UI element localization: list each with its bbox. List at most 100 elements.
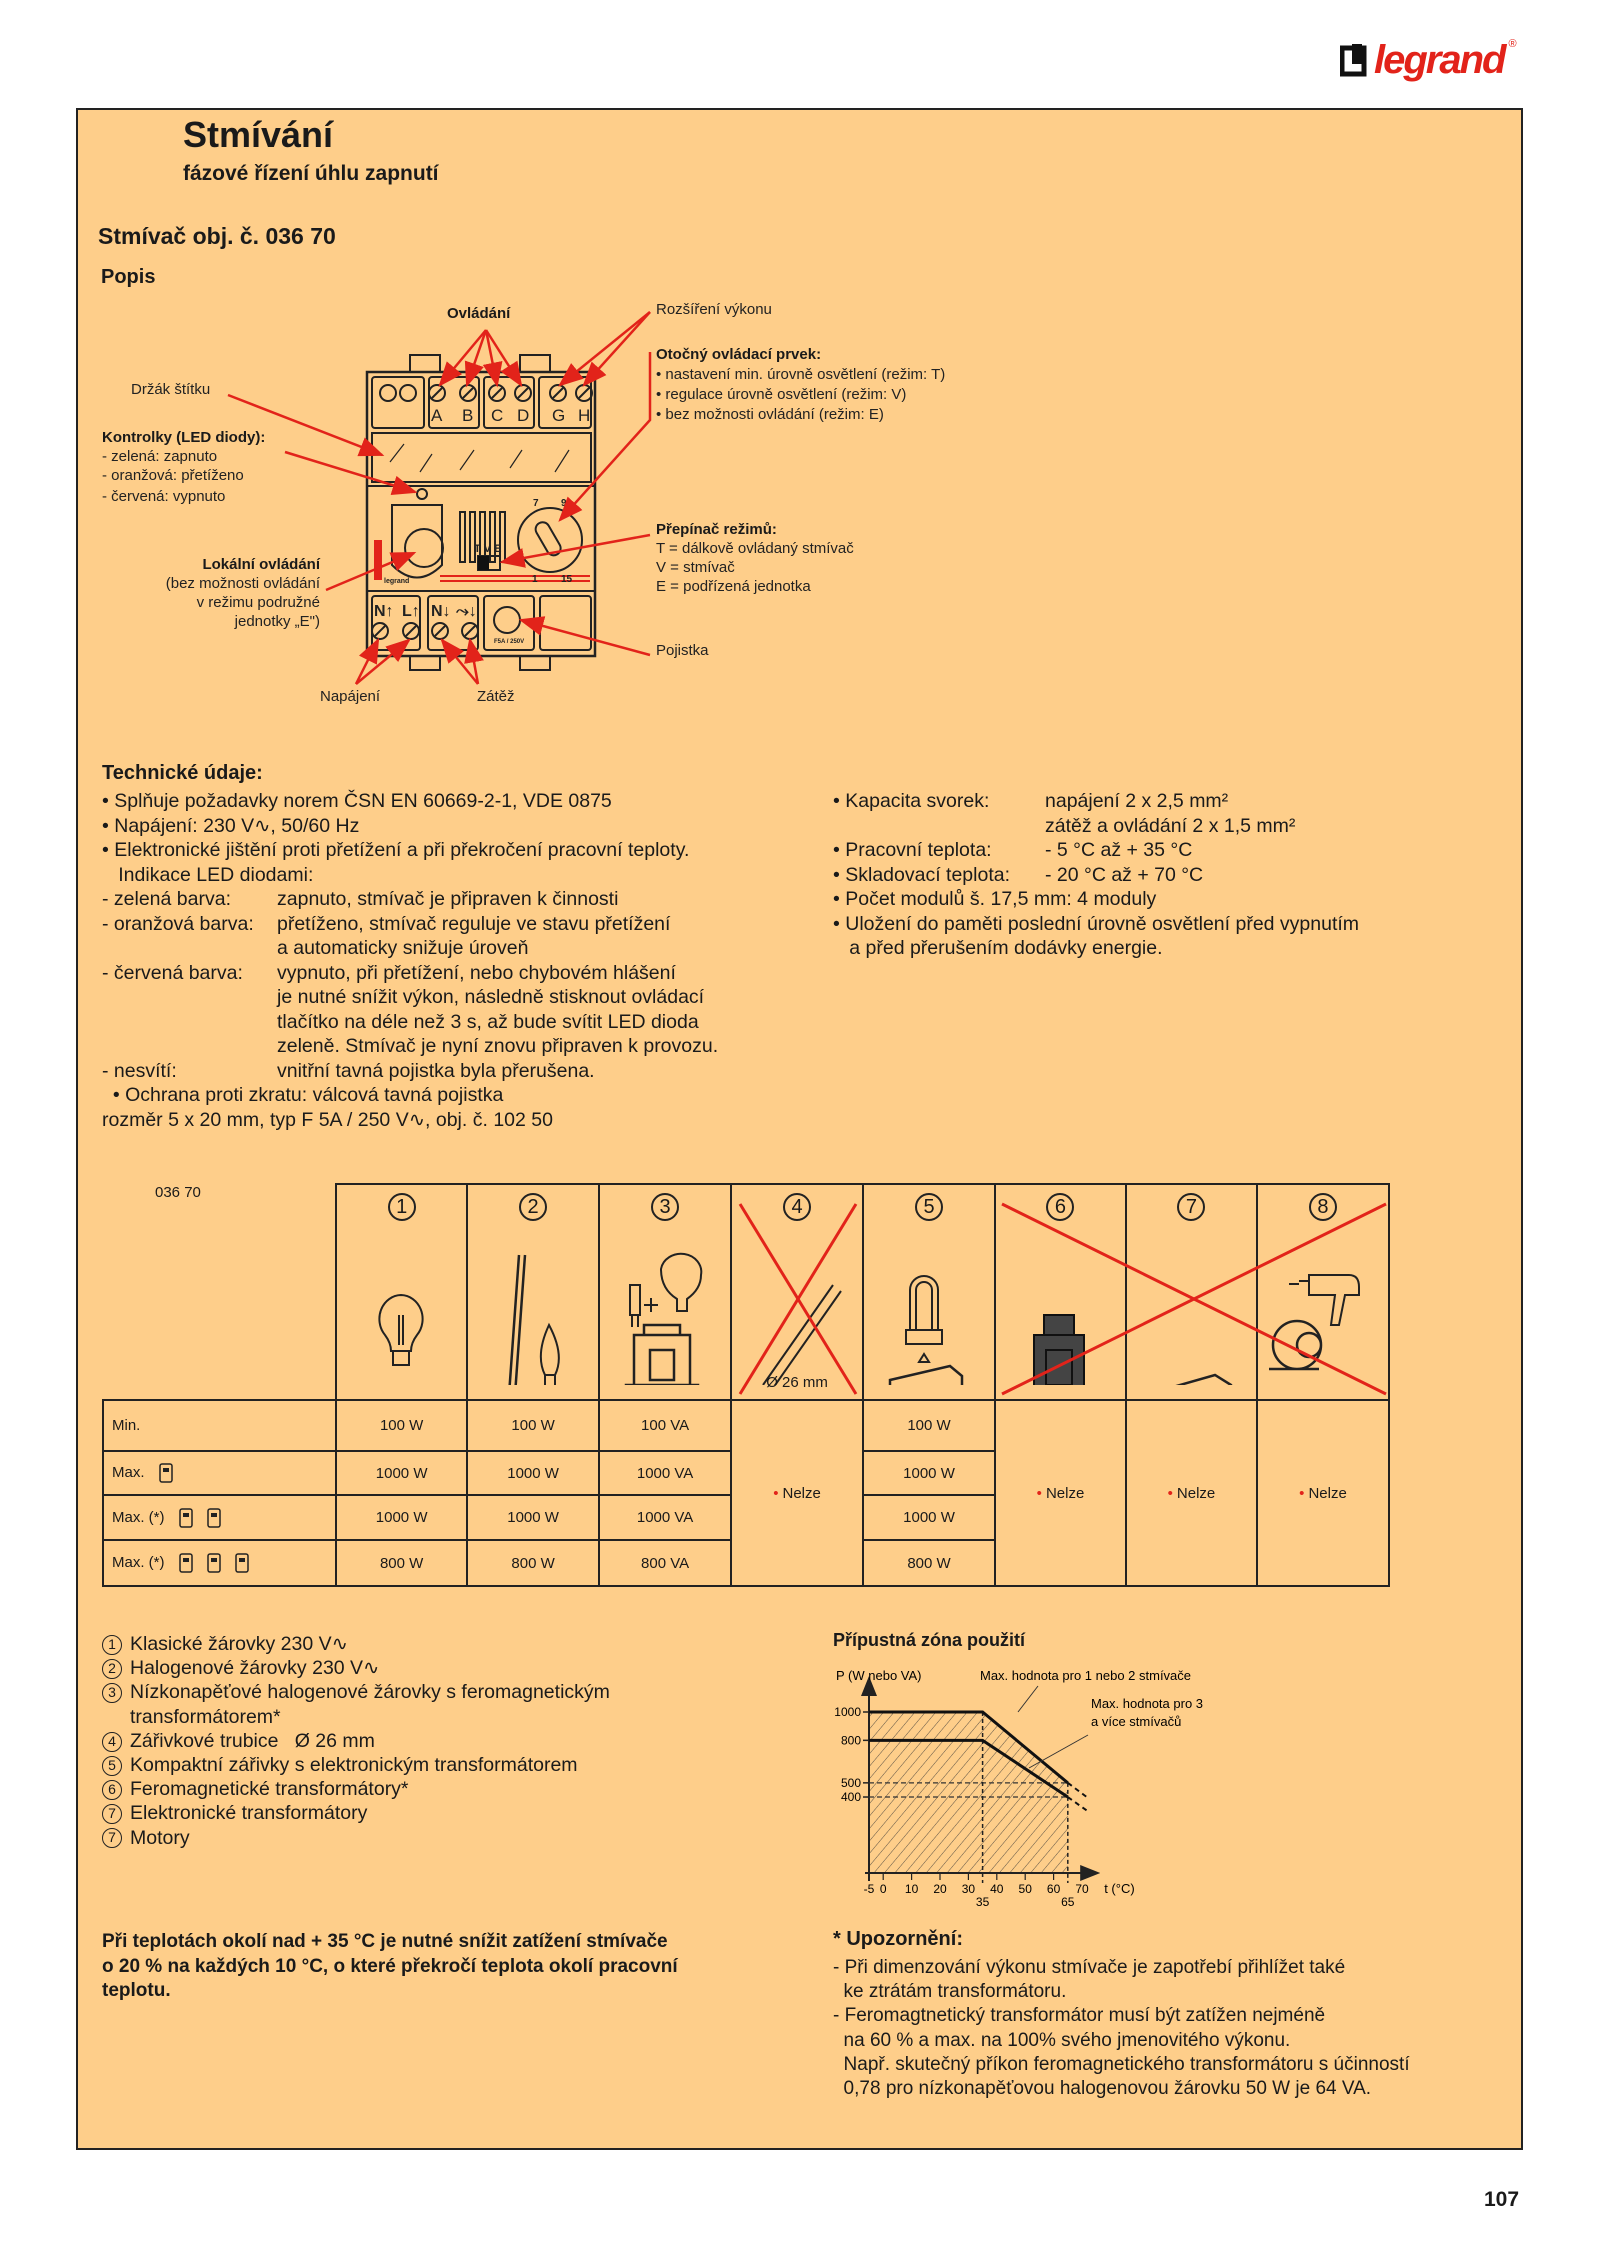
legend-item: transformátorem* bbox=[102, 1705, 610, 1729]
value-cell: 1000 W bbox=[862, 1450, 996, 1496]
tech-line: rozměr 5 x 20 mm, typ F 5A / 250 V∿, obj… bbox=[102, 1108, 718, 1133]
dimmer-module-icon bbox=[234, 1553, 249, 1573]
tech-left-list: • Splňuje požadavky norem ČSN EN 60669-2… bbox=[102, 789, 718, 1132]
x-tick-label: 70 bbox=[1075, 1882, 1089, 1896]
column-caption: Ø 26 mm bbox=[766, 1374, 828, 1391]
x-tick-label: 10 bbox=[905, 1882, 919, 1896]
series-line-2 bbox=[869, 1738, 1069, 1799]
legend-text: Nízkonapěťové halogenové žárovky s ferom… bbox=[130, 1681, 610, 1704]
not-allowed-text: Nelze bbox=[1045, 1484, 1085, 1502]
row-label-cell: Max. bbox=[101, 1450, 338, 1496]
load-type-number: 3 bbox=[651, 1193, 680, 1221]
y-tick-label: 500 bbox=[841, 1776, 861, 1790]
fluorescent-tube-icon bbox=[762, 1284, 842, 1385]
tech-line: • Pracovní teplota:- 5 °C až + 35 °C bbox=[833, 838, 1359, 863]
value-cell: 100 VA bbox=[598, 1399, 733, 1452]
tech-line-text: - 5 °C až + 35 °C bbox=[1045, 839, 1193, 861]
note-line: na 60 % a max. na 100% svého jmenovitého… bbox=[833, 2029, 1291, 2051]
tech-line-text: rozměr 5 x 20 mm, typ F 5A / 250 V∿, obj… bbox=[102, 1108, 553, 1131]
terminal-load-out: ⤳↓ bbox=[456, 603, 477, 620]
not-allowed-cell: •Nelze bbox=[994, 1399, 1127, 1587]
dimmer-module-icon bbox=[178, 1507, 193, 1528]
kontrolky-item: - zelená: zapnuto bbox=[102, 448, 218, 465]
dial-label-1: 1 bbox=[532, 574, 538, 585]
not-allowed-cell: •Nelze bbox=[730, 1399, 865, 1587]
tech-line-text: zeleně. Stmívač je nyní znovu připraven … bbox=[277, 1035, 719, 1057]
load-type-number: 6 bbox=[1046, 1193, 1075, 1221]
terminal-a: A bbox=[431, 406, 443, 425]
x-marker-label: 35 bbox=[976, 1895, 990, 1909]
chart-title: Přípustná zóna použití bbox=[833, 1630, 1025, 1650]
prepinac-item: E = podřízená jednotka bbox=[656, 578, 811, 595]
legend-item: 3 Nízkonapěťové halogenové žárovky s fero… bbox=[102, 1680, 610, 1704]
page-title: Stmívání bbox=[183, 114, 334, 155]
tech-line: - červená barva:vypnuto, při přetížení, … bbox=[102, 961, 718, 986]
tech-line-text: • Elektronické jištění proti přetížení a… bbox=[102, 839, 690, 861]
label-rozsireni: Rozšíření výkonu bbox=[656, 301, 772, 318]
x-tick-label: 40 bbox=[990, 1882, 1004, 1896]
dial-label-7: 7 bbox=[533, 498, 539, 509]
otocny-title: Otočný ovládací prvek: bbox=[656, 346, 822, 363]
value-cell: 800 W bbox=[335, 1539, 469, 1587]
tech-line: a automaticky snižuje úroveň bbox=[102, 936, 718, 961]
legend-number: 3 bbox=[102, 1683, 122, 1704]
value-cell: 100 W bbox=[335, 1399, 469, 1452]
note-list: - Při dimenzování výkonu stmívače je zap… bbox=[833, 1956, 1410, 2101]
callout-arrows bbox=[227, 311, 651, 685]
legend-number: 7 bbox=[102, 1828, 122, 1849]
tech-line-text: • Ochrana proti zkratu: válcová tavná po… bbox=[102, 1084, 504, 1106]
otocny-block: Otočný ovládací prvek: • nastavení min. … bbox=[656, 346, 945, 423]
note-line: ke ztrátám transformátoru. bbox=[833, 1981, 1067, 2003]
series-line-1 bbox=[869, 1710, 1069, 1785]
tech-line-text: je nutné snížit výkon, následně stisknou… bbox=[277, 986, 705, 1008]
tech-line: zátěž a ovládání 2 x 1,5 mm² bbox=[833, 814, 1359, 839]
row-label: Max. (*) bbox=[112, 1553, 165, 1571]
tech-line: Indikace LED diodami: bbox=[102, 863, 718, 888]
annotation-series-1: Max. hodnota pro 1 nebo 2 stmívače bbox=[980, 1668, 1191, 1683]
load-type-number: 4 bbox=[783, 1193, 812, 1221]
dimmer-module-icon bbox=[206, 1507, 221, 1528]
load-type-column-header: 6 bbox=[994, 1183, 1127, 1401]
legend-number: 5 bbox=[102, 1755, 122, 1776]
motor-drill-icon bbox=[1268, 1274, 1360, 1371]
dimmer-module-icon bbox=[206, 1553, 221, 1573]
logo-text: legrand bbox=[1374, 38, 1506, 82]
product-title: Stmívač obj. č. 036 70 bbox=[98, 223, 336, 249]
terminal-g: G bbox=[552, 406, 565, 425]
x-axis-label: t (°C) bbox=[1104, 1881, 1134, 1896]
tech-line-label: - nesvítí: bbox=[102, 1059, 177, 1082]
dial-label-15: 15 bbox=[561, 574, 573, 585]
x-tick-label: 50 bbox=[1019, 1882, 1033, 1896]
tech-line-text: zapnuto, stmívač je připraven k činnosti bbox=[277, 888, 619, 910]
y-tick-label: 800 bbox=[841, 1733, 861, 1747]
series-extrapolation-2 bbox=[1067, 1796, 1089, 1813]
value-cell: 800 W bbox=[466, 1539, 601, 1587]
prepinac-title: Přepínač režimů: bbox=[656, 521, 777, 538]
tech-line: • Napájení: 230 V∿, 50/60 Hz bbox=[102, 814, 718, 839]
tech-line: zeleně. Stmívač je nyní znovu připraven … bbox=[102, 1034, 718, 1059]
note-title: * Upozornění: bbox=[833, 1928, 963, 1950]
load-type-number: 2 bbox=[519, 1193, 548, 1221]
value-cell: 1000 W bbox=[466, 1450, 601, 1496]
tech-line: - oranžová barva:přetíženo, stmívač regu… bbox=[102, 912, 718, 937]
value-cell: 100 W bbox=[862, 1399, 996, 1452]
row-label-cell: Max. (*) bbox=[101, 1494, 338, 1541]
legend-number: 7 bbox=[102, 1804, 122, 1825]
series-extrapolation-1 bbox=[1067, 1782, 1089, 1799]
switch-labels: T V E bbox=[474, 543, 502, 555]
tech-line: • Ochrana proti zkratu: válcová tavná po… bbox=[102, 1083, 718, 1108]
kontrolky-block: Kontrolky (LED diody): - zelená: zapnuto… bbox=[102, 429, 265, 505]
label-napajeni: Napájení bbox=[320, 688, 381, 705]
tech-line-text: - 20 °C až + 70 °C bbox=[1045, 863, 1204, 886]
x-tick-label: 30 bbox=[962, 1882, 976, 1896]
low-voltage-halogen-transformer-icon bbox=[624, 1252, 703, 1385]
load-type-number: 7 bbox=[1177, 1193, 1206, 1221]
electronic-transformer-icon bbox=[1175, 1373, 1233, 1385]
